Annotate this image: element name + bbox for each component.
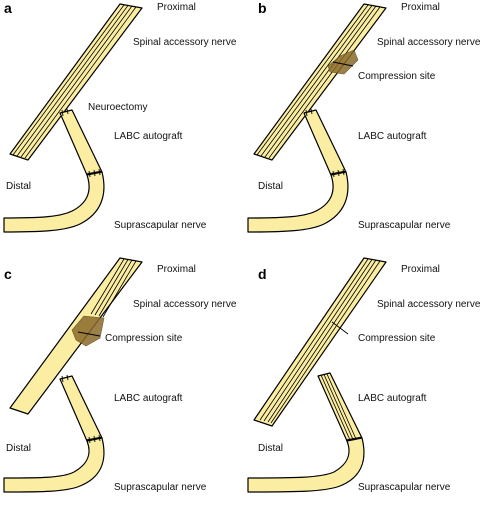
label-proximal: Proximal — [157, 2, 196, 13]
labc-autograft — [59, 109, 103, 176]
label-compression-site: Compression site — [358, 333, 436, 344]
panel-a-drawing — [3, 3, 143, 233]
panel-d: d Proximal Spinal accessory nerve Compre… — [244, 254, 488, 508]
labc-autograft — [59, 375, 103, 442]
label-distal: Distal — [6, 443, 32, 454]
label-labc-autograft: LABC autograft — [358, 393, 427, 404]
label-labc-autograft: LABC autograft — [114, 393, 183, 404]
graft-sutures — [303, 108, 347, 178]
label-spinal-accessory-nerve: Spinal accessory nerve — [133, 37, 237, 48]
panel-letter: a — [4, 0, 12, 16]
nerve-fascicles — [259, 258, 381, 424]
suprascapular-nerve — [3, 171, 105, 233]
label-distal: Distal — [258, 443, 284, 454]
graft-sutures — [317, 372, 363, 441]
panel-b: b Proximal Spinal accessory nerve Compre… — [244, 0, 488, 254]
panel-letter: d — [258, 266, 267, 282]
label-suprascapular-nerve: Suprascapular nerve — [114, 482, 207, 493]
compression-site — [71, 315, 105, 347]
label-neuroectomy: Neuroectomy — [88, 102, 148, 113]
panel-c-drawing — [3, 257, 143, 493]
nerve-fascicles — [256, 4, 381, 159]
panel-d-drawing — [247, 257, 387, 493]
panel-letter: c — [4, 266, 12, 282]
label-spinal-accessory-nerve: Spinal accessory nerve — [377, 37, 481, 48]
label-spinal-accessory-nerve: Spinal accessory nerve — [377, 299, 481, 310]
panel-c: c Proximal Spinal accessory nerve Compre… — [0, 254, 244, 508]
label-spinal-accessory-nerve: Spinal accessory nerve — [133, 299, 237, 310]
compression-site — [327, 49, 359, 75]
label-suprascapular-nerve: Suprascapular nerve — [358, 482, 451, 493]
label-suprascapular-nerve: Suprascapular nerve — [358, 220, 451, 231]
label-labc-autograft: LABC autograft — [358, 131, 427, 142]
labc-autograft — [303, 109, 347, 176]
compression-line — [77, 331, 101, 337]
suprascapular-nerve — [247, 171, 349, 233]
label-distal: Distal — [258, 181, 284, 192]
nerve-fascicles — [90, 258, 137, 318]
suprascapular-nerve — [247, 437, 365, 493]
label-proximal: Proximal — [401, 264, 440, 275]
compression-line — [332, 61, 354, 67]
graft-sutures — [59, 374, 103, 444]
panel-letter: b — [258, 0, 267, 16]
graft-sutures — [59, 108, 103, 178]
label-proximal: Proximal — [401, 2, 440, 13]
graft-fascicles — [320, 373, 357, 441]
panel-b-drawing — [247, 3, 387, 233]
spinal-accessory-nerve — [253, 257, 387, 427]
suprascapular-nerve — [3, 437, 105, 493]
label-labc-autograft: LABC autograft — [114, 131, 183, 142]
label-compression-site: Compression site — [105, 333, 183, 344]
panel-a: a Proximal Spinal accessory nerve Neuroe… — [0, 0, 244, 254]
label-distal: Distal — [6, 181, 32, 192]
label-proximal: Proximal — [157, 264, 196, 275]
label-compression-site: Compression site — [358, 71, 436, 82]
compression-line — [331, 321, 349, 335]
label-suprascapular-nerve: Suprascapular nerve — [114, 220, 207, 231]
nerve-fascicles — [12, 4, 137, 159]
